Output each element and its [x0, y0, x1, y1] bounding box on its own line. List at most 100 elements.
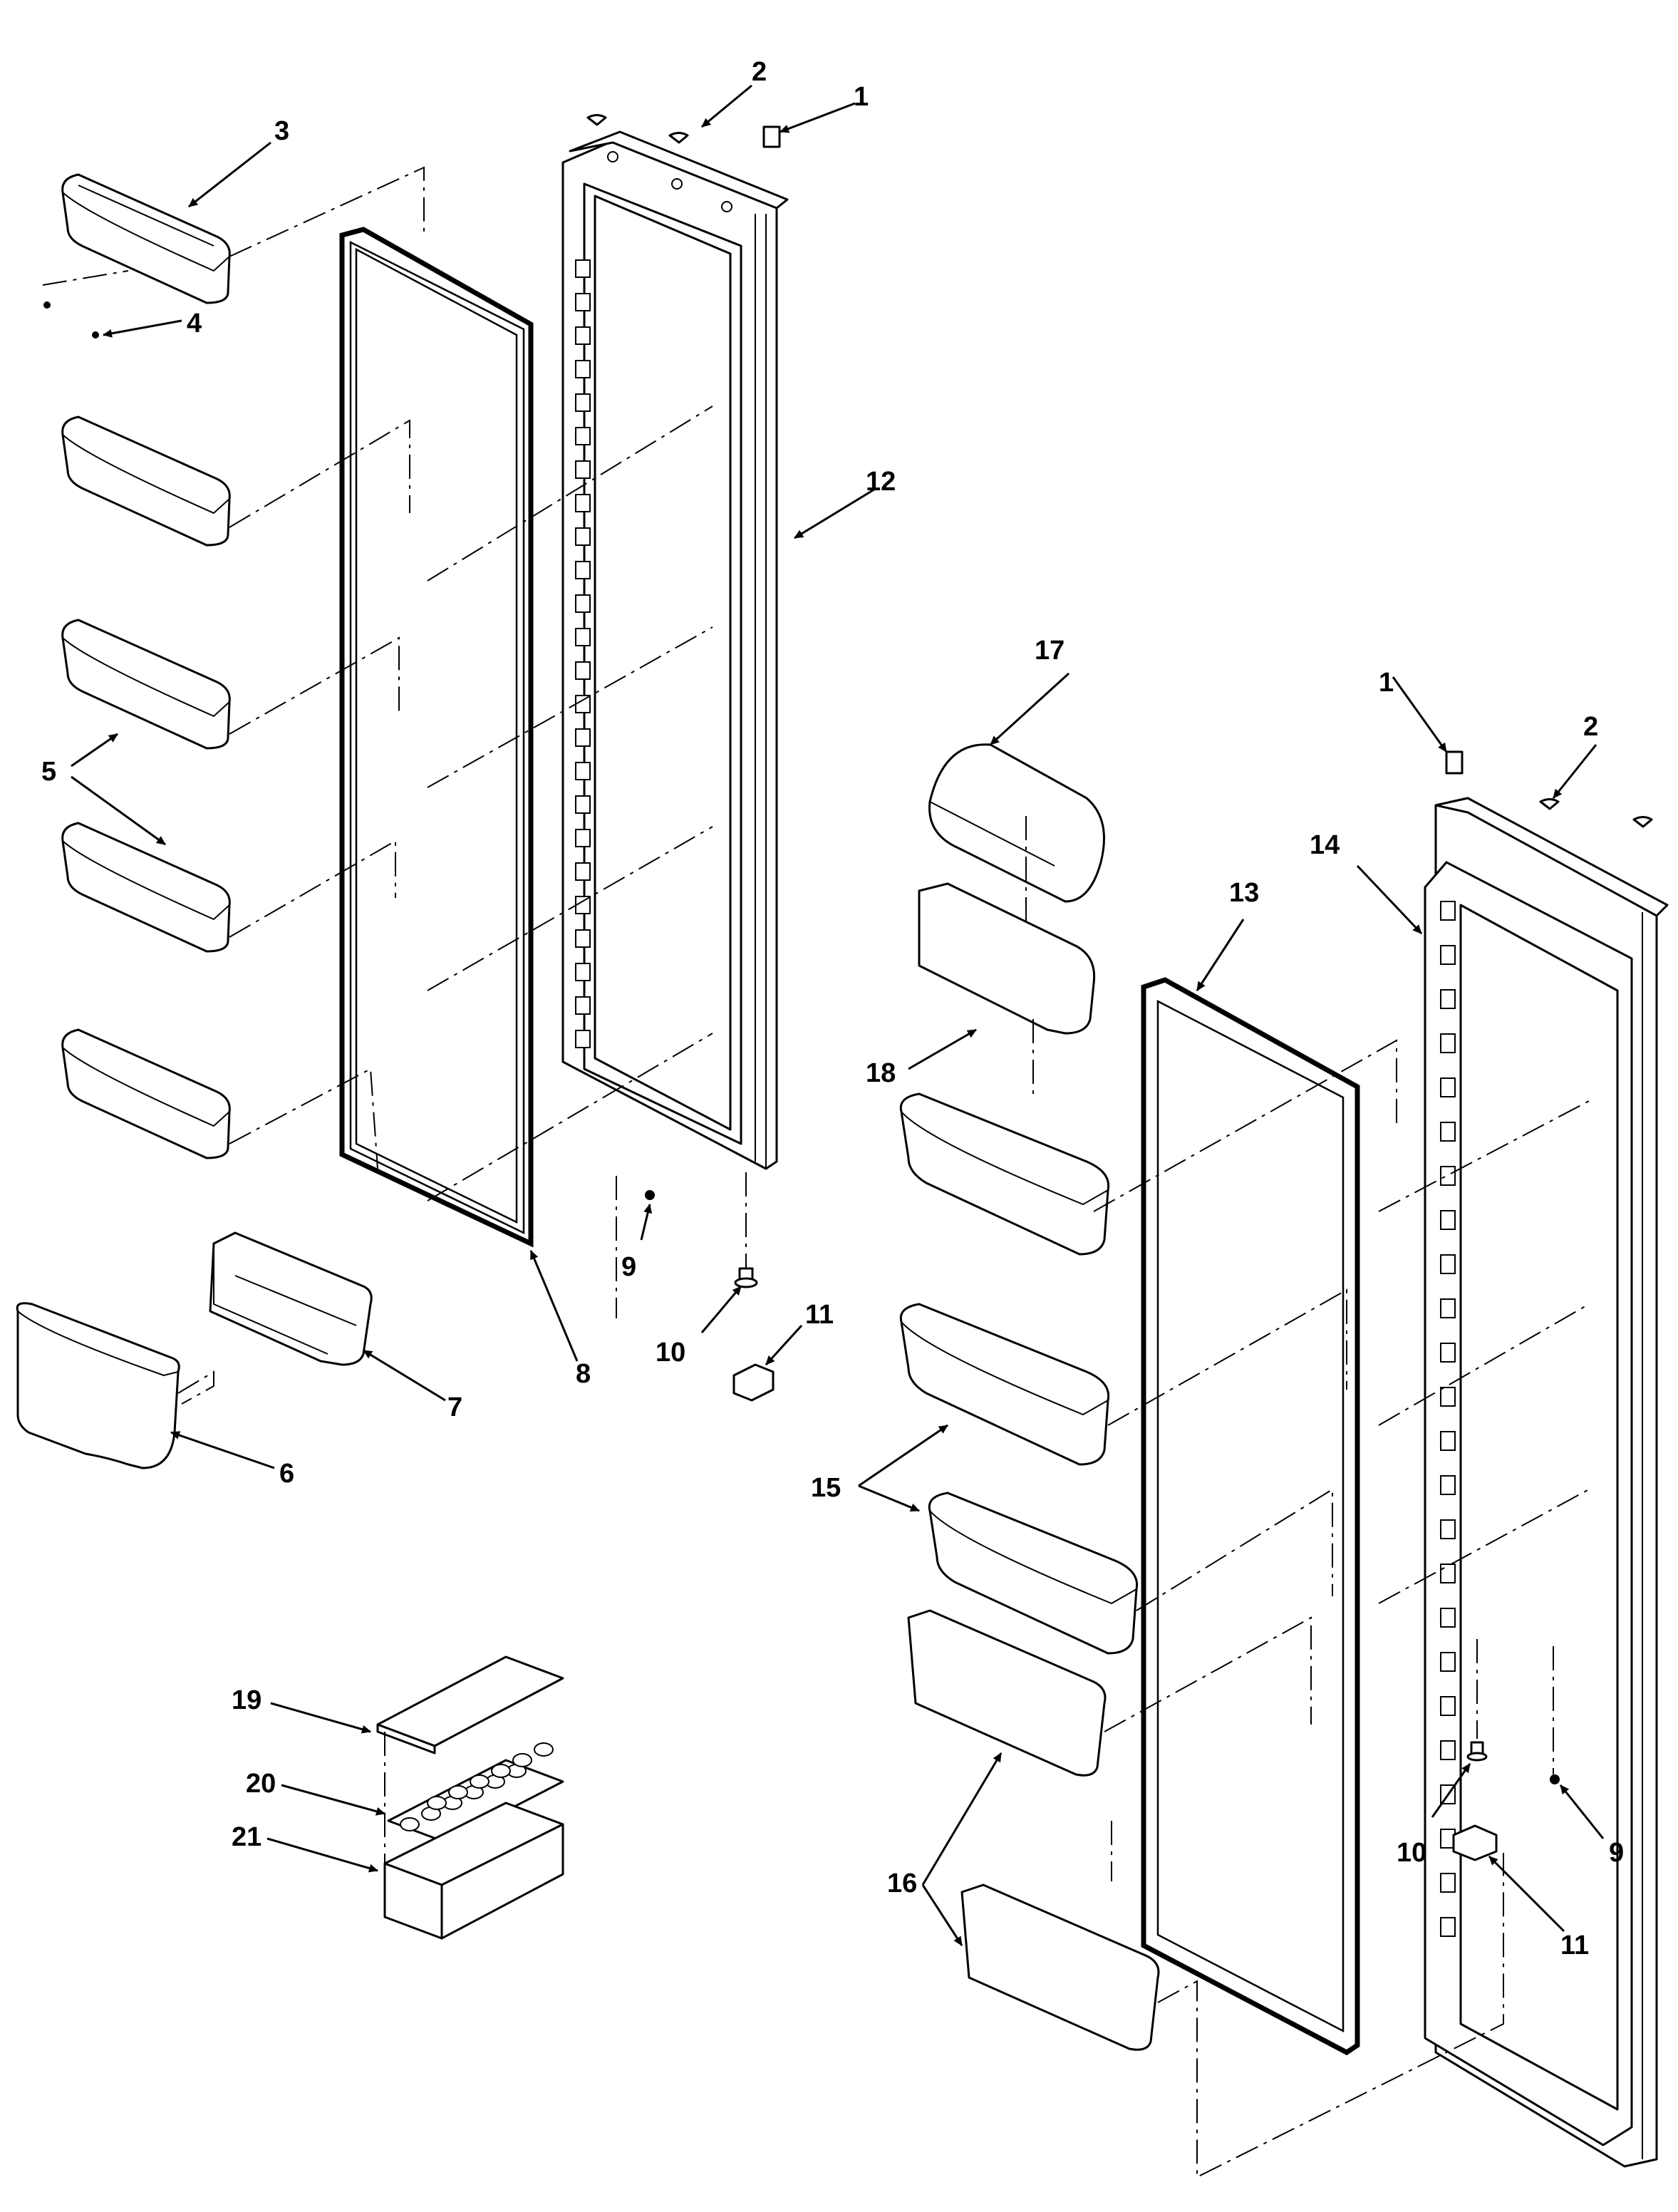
assembly-dash-line: [177, 1370, 214, 1405]
shelf-slot: [575, 393, 591, 412]
deep-bin-6: [16, 1302, 180, 1469]
shelf-slot: [575, 661, 591, 680]
callout-16: 16: [887, 1869, 917, 1898]
door-bin-16b: [960, 1883, 1160, 2051]
callout-5: 5: [41, 757, 56, 787]
shelf-slot: [575, 829, 591, 847]
shelf-slot: [1440, 1740, 1456, 1760]
door-bin-5c: [61, 822, 231, 953]
shelf-slot: [575, 561, 591, 579]
shelf-slot: [575, 862, 591, 881]
door-bin-15c: [928, 1492, 1139, 1655]
door-bin-16a: [907, 1609, 1107, 1777]
shelf-slot: [575, 360, 591, 378]
ice-cup: [470, 1774, 490, 1789]
ice-cup: [534, 1742, 554, 1757]
shelf-slot: [575, 259, 591, 278]
callout-3: 3: [274, 116, 289, 146]
callout-11-right: 11: [1560, 1931, 1589, 1960]
callout-10-right: 10: [1397, 1838, 1426, 1868]
door-liner-14: [1424, 797, 1669, 2168]
shelf-slot: [575, 963, 591, 981]
screw-2b1: [1539, 798, 1560, 810]
shelf-slot: [1440, 901, 1456, 921]
screw-2b2: [1632, 816, 1653, 828]
shelf-slot: [1440, 1254, 1456, 1274]
callout-15: 15: [811, 1473, 841, 1503]
assembly-dash-line: [229, 839, 396, 938]
hinge-bracket-11b: [1452, 1824, 1498, 1861]
assembly-dash-line: [1136, 1488, 1333, 1611]
shelf-slot: [1440, 1608, 1456, 1628]
cap-1a: [762, 125, 781, 148]
ice-cup: [512, 1753, 532, 1767]
assembly-dash-line: [427, 405, 713, 582]
shelf-slot: [1440, 1033, 1456, 1053]
ice-bin-21: [383, 1802, 564, 1940]
callout-12: 12: [866, 467, 896, 497]
callout-13: 13: [1229, 878, 1259, 908]
screw-2a1: [586, 114, 607, 126]
assembly-dash-line: [229, 166, 425, 257]
assembly-dash-line: [427, 626, 713, 788]
screw-9a: [645, 1190, 655, 1200]
shelf-slot: [1440, 1298, 1456, 1318]
hinge-pin-10a: [734, 1267, 758, 1288]
shelf-slot-column-right: [1440, 901, 1456, 1937]
callout-2-right: 2: [1583, 712, 1598, 742]
door-bin-3: [61, 173, 231, 304]
shelf-slot: [1440, 1917, 1456, 1937]
shelf-slot: [1440, 1166, 1456, 1186]
shelf-slot: [1440, 1475, 1456, 1495]
door-liner-12: [561, 130, 789, 1170]
callout-4: 4: [187, 309, 202, 338]
shelf-slot: [575, 594, 591, 613]
shelf-slot: [575, 326, 591, 345]
callout-labels: 1 2 3 4 5 6 7 8 9 10 11 12 13 14 15 16 1…: [41, 57, 1624, 1960]
ice-cup: [400, 1817, 420, 1831]
assembly-dash-line: [229, 1068, 378, 1169]
shelf-slot: [575, 1030, 591, 1048]
assembly-dash-line: [229, 636, 400, 735]
shelf-slot: [1440, 989, 1456, 1009]
callout-9-left: 9: [621, 1252, 636, 1282]
dairy-bin-18: [918, 882, 1096, 1035]
screw-9b: [1550, 1774, 1560, 1784]
shelf-slot: [575, 494, 591, 512]
assembly-dash-line: [427, 1033, 713, 1201]
door-bin-5b: [61, 619, 231, 750]
assembly-dash-line: [1093, 1039, 1397, 1212]
cap-1b: [1445, 750, 1464, 775]
ice-tray-20: [387, 1742, 564, 1844]
shelf-slot: [1440, 1343, 1456, 1363]
callout-21: 21: [232, 1822, 261, 1852]
door-gasket-13: [1141, 977, 1360, 2056]
ice-cup: [427, 1796, 447, 1810]
shelf-slot: [1440, 945, 1456, 965]
shelf-slot: [575, 628, 591, 646]
door-bin-15a: [899, 1092, 1110, 1256]
shelf-slot: [1440, 1077, 1456, 1097]
assembly-dash-line: [1104, 1616, 1312, 1732]
shelf-slot: [575, 695, 591, 713]
door-bin-5d: [61, 1028, 231, 1159]
shelf-slot: [1440, 1122, 1456, 1142]
door-bin-5a: [61, 415, 231, 547]
callout-8: 8: [576, 1359, 591, 1389]
callout-10-left: 10: [656, 1338, 685, 1368]
screw-4b: [92, 331, 99, 338]
screw-2a2: [668, 132, 689, 144]
ice-tray-cover-19: [376, 1655, 564, 1754]
assembly-dash-line: [1107, 1288, 1347, 1426]
shelf-slot: [575, 728, 591, 747]
shelf-slot: [1440, 1652, 1456, 1672]
leader-lines: [71, 84, 1605, 1946]
door-gasket-8: [339, 227, 534, 1248]
ice-cup: [491, 1764, 511, 1778]
ice-cup: [448, 1785, 468, 1799]
hinge-pin-10b: [1466, 1741, 1488, 1762]
shelf-slot: [575, 427, 591, 445]
callout-2-top: 2: [752, 57, 767, 87]
shelf-slot: [1440, 1210, 1456, 1230]
